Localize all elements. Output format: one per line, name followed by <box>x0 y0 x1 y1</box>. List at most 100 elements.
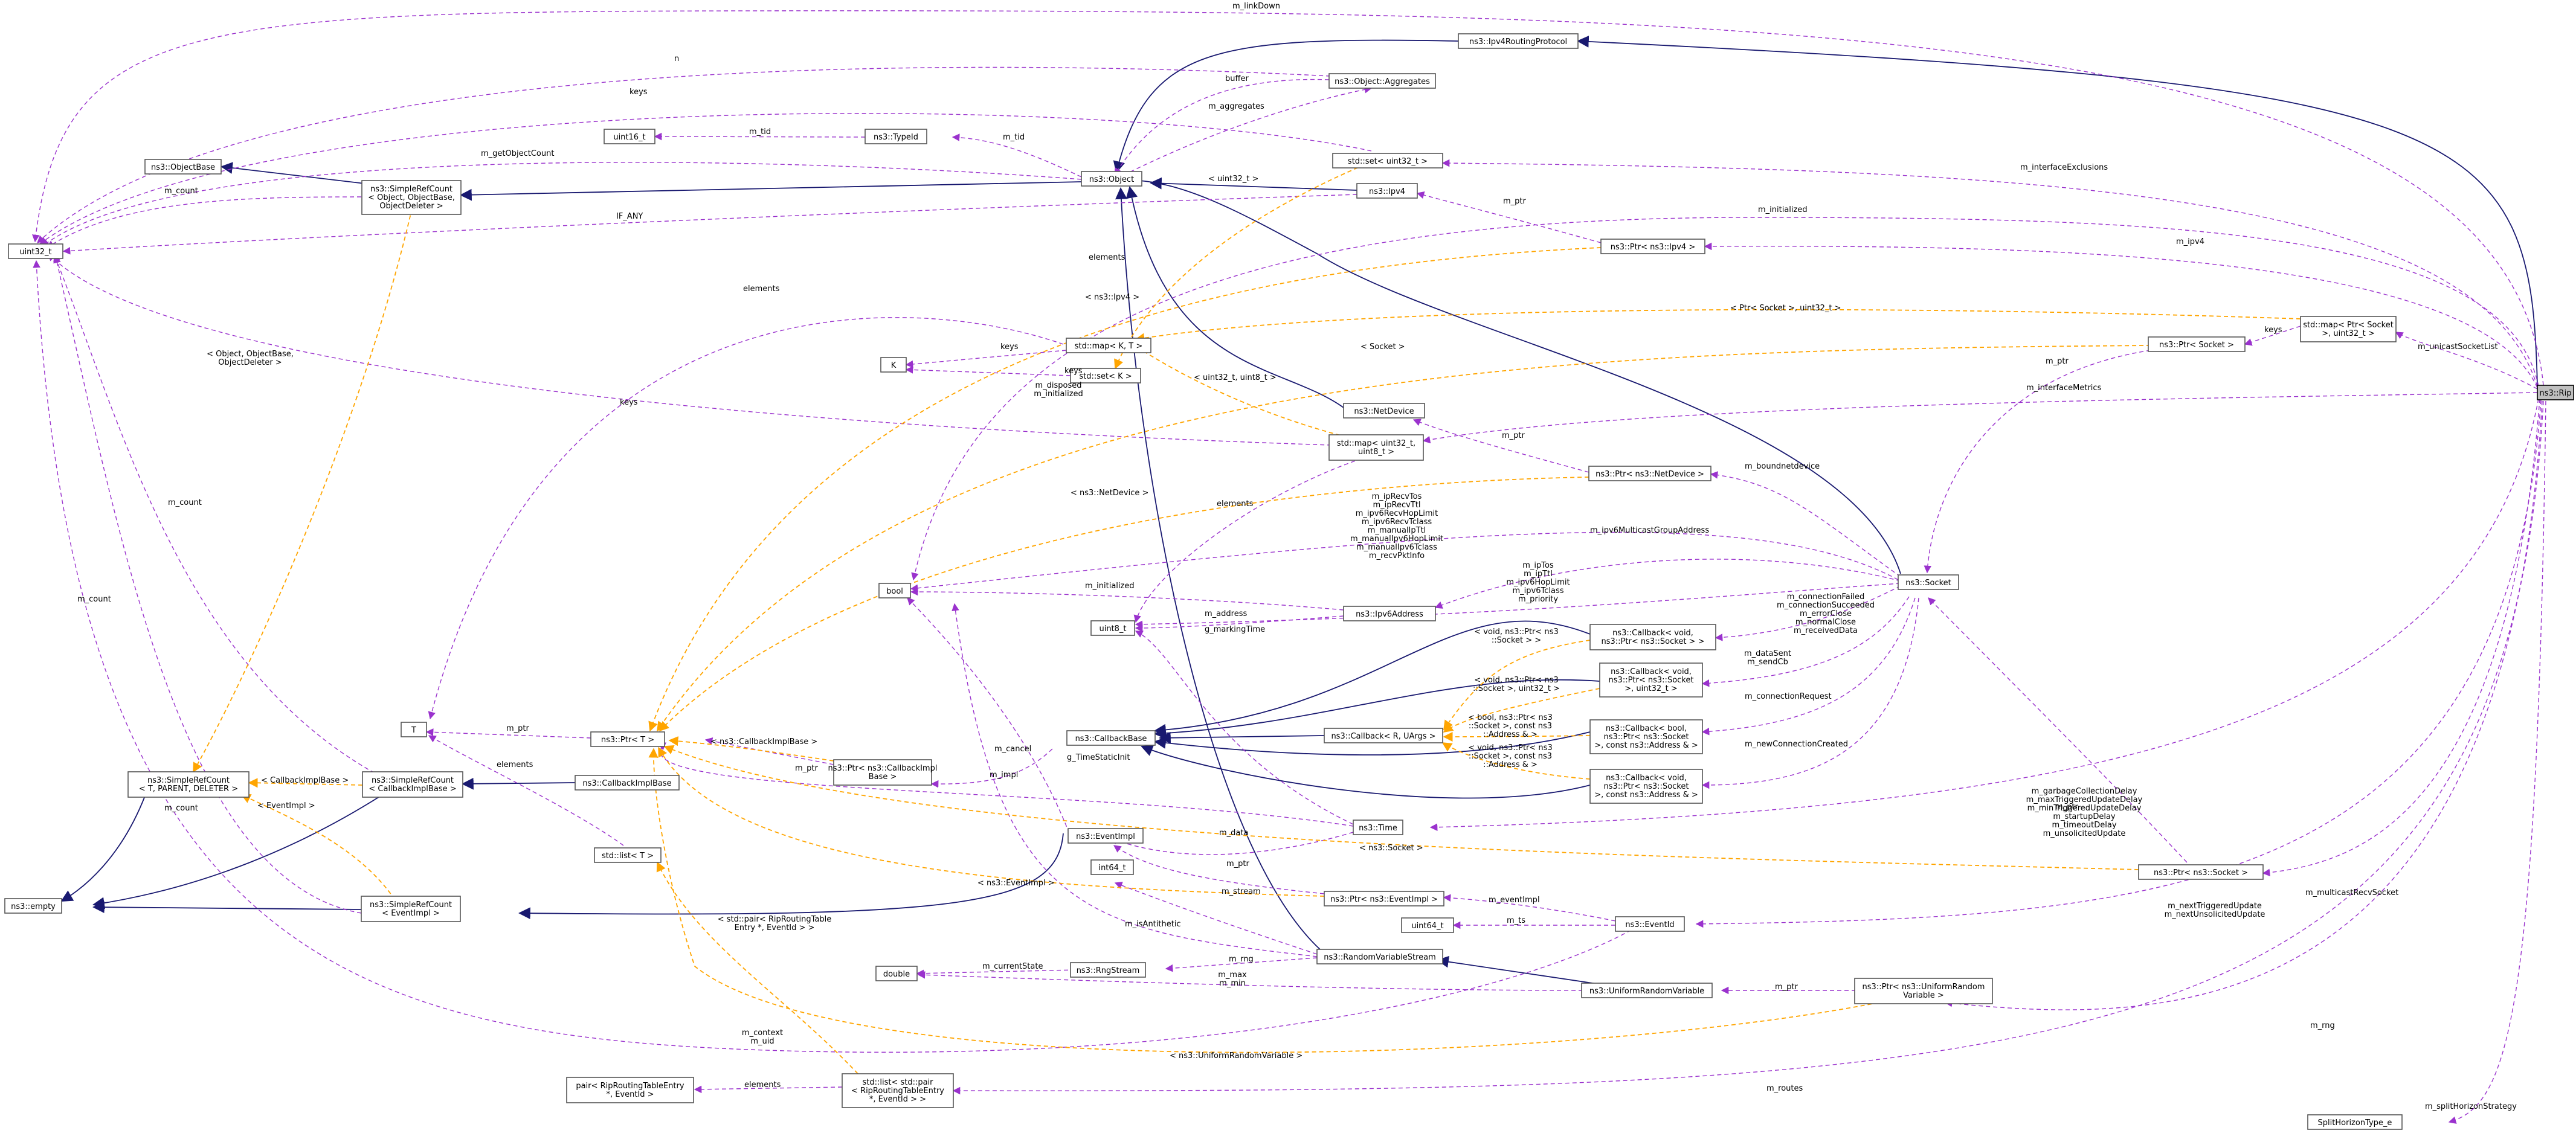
use-socket-boundnetdevice <box>1710 471 1901 577</box>
class-simplerefcount-eventimpl[interactable]: ns3::SimpleRefCount< EventImpl > <box>361 896 461 922</box>
use-rip-interfaceexclusions <box>1441 159 2538 387</box>
class-callbackbase[interactable]: ns3::CallbackBase <box>1066 730 1156 746</box>
class-ipv4routingprotocol[interactable]: ns3::Ipv4RoutingProtocol <box>1458 33 1579 49</box>
class-list-pair-riproutingtableentry[interactable]: std::list< std::pair< RipRoutingTableEnt… <box>842 1073 954 1108</box>
type-uint32[interactable]: uint32_t <box>8 243 63 259</box>
label-socket-callback-attrs: m_connectionFailedm_connectionSucceededm… <box>1777 592 1875 635</box>
class-set-k[interactable]: std::set< K > <box>1070 368 1141 383</box>
label-m-ptr-t: m_ptr <box>506 724 530 733</box>
type-bool[interactable]: bool <box>878 583 911 598</box>
label-m-newconnectioncreated: m_newConnectionCreated <box>1745 740 1848 749</box>
class-ipv4[interactable]: ns3::Ipv4 <box>1356 183 1418 199</box>
use-setu32-keys <box>39 113 1372 245</box>
svg-text:ns3::EventId: ns3::EventId <box>1625 920 1674 929</box>
class-ptr-netdevice[interactable]: ns3::Ptr< ns3::NetDevice > <box>1588 466 1711 481</box>
type-uint16[interactable]: uint16_t <box>604 129 655 144</box>
label-m-ptr-cib: m_ptr <box>795 764 819 773</box>
class-ptr-socket[interactable]: ns3::Ptr< Socket > <box>2148 336 2246 352</box>
svg-text:ns3::Ptr< ns3::Ipv4 >: ns3::Ptr< ns3::Ipv4 > <box>1611 243 1695 252</box>
class-simplerefcount-object[interactable]: ns3::SimpleRefCount< Object, ObjectBase,… <box>361 180 462 215</box>
svg-text:std::set< uint32_t >: std::set< uint32_t > <box>1348 157 1428 166</box>
tpl-ptrcib-to-ptrt <box>668 736 834 762</box>
class-time[interactable]: ns3::Time <box>1353 820 1403 835</box>
label-m-multicastrecvsocket: m_multicastRecvSocket <box>2305 888 2398 897</box>
class-typeid[interactable]: ns3::TypeId <box>865 129 927 144</box>
use-srccib-count <box>53 254 375 774</box>
class-eventimpl[interactable]: ns3::EventImpl <box>1067 828 1144 844</box>
class-netdevice[interactable]: ns3::NetDevice <box>1343 403 1425 419</box>
class-rngstream[interactable]: ns3::RngStream <box>1070 962 1146 978</box>
edge-label-line: m_garbageCollectionDelay <box>2032 787 2137 796</box>
node-text-line: < T, PARENT, DELETER > <box>139 784 238 794</box>
label-tpl-ptripv4: < ns3::Ipv4 > <box>1085 293 1139 302</box>
class-set-uint32[interactable]: std::set< uint32_t > <box>1332 153 1443 168</box>
class-pair-riproutingtableentry[interactable]: pair< RipRoutingTableEntry*, EventId > <box>566 1077 694 1103</box>
node-text-line: ns3::Callback< void, <box>1612 629 1693 638</box>
class-ipv6address[interactable]: ns3::Ipv6Address <box>1343 606 1436 621</box>
node-text-line: >, uint32_t > <box>1624 684 1678 693</box>
class-object-aggregates[interactable]: ns3::Object::Aggregates <box>1328 73 1436 89</box>
label-elements-c: elements <box>1217 499 1254 508</box>
svg-text:ns3::RngStream: ns3::RngStream <box>1077 966 1140 975</box>
class-callbackimplbase[interactable]: ns3::CallbackImplBase <box>575 775 680 791</box>
class-callback-r-uargs[interactable]: ns3::Callback< R, UArgs > <box>1324 728 1443 743</box>
node-text-line: ns3::Ptr< ns3::UniformRandom <box>1863 983 1985 992</box>
label-tpl-nseventimpl: < ns3::EventImpl > <box>977 879 1055 888</box>
type-uint64[interactable]: uint64_t <box>1401 917 1454 933</box>
class-object[interactable]: ns3::Object <box>1081 171 1142 187</box>
class-randomvariablestream[interactable]: ns3::RandomVariableStream <box>1316 949 1443 964</box>
class-callback-void-socket-address[interactable]: ns3::Callback< void,ns3::Ptr< ns3::Socke… <box>1589 769 1703 804</box>
use-rip-timeattrs <box>1429 398 2539 831</box>
svg-text:ns3::Object::Aggregates: ns3::Object::Aggregates <box>1335 77 1430 86</box>
type-int64[interactable]: int64_t <box>1090 859 1134 875</box>
class-callback-void-socket-uint32[interactable]: ns3::Callback< void,ns3::Ptr< ns3::Socke… <box>1599 662 1703 698</box>
use-ptrei-mptr <box>1113 845 1325 894</box>
class-ptr-callbackimplbase[interactable]: ns3::Ptr< ns3::CallbackImplBase > <box>828 759 938 786</box>
type-splithorizon[interactable]: SplitHorizonType_e <box>2307 1114 2403 1130</box>
class-empty[interactable]: ns3::empty <box>4 898 62 914</box>
class-simplerefcount-tpd[interactable]: ns3::SimpleRefCount< T, PARENT, DELETER … <box>127 771 250 798</box>
use-typeid-tid <box>654 132 866 141</box>
edge-label-line: ::Socket >, const ns3 <box>1469 752 1552 761</box>
svg-text:K: K <box>891 361 897 370</box>
class-list-t[interactable]: std::list< T > <box>594 847 662 863</box>
class-rip[interactable]: ns3::Rip <box>2537 385 2574 400</box>
label-socket-bool-attrs: m_ipRecvTosm_ipRecvTtlm_ipv6RecvHopLimit… <box>1350 492 1443 560</box>
class-simplerefcount-cib[interactable]: ns3::SimpleRefCount< CallbackImplBase > <box>362 771 463 798</box>
class-objectbase[interactable]: ns3::ObjectBase <box>144 159 222 175</box>
use-ptrt-mptr <box>425 728 591 739</box>
type-uint8[interactable]: uint8_t <box>1090 620 1135 636</box>
use-object-tid <box>952 133 1082 178</box>
use-rip-unicastsocketlist <box>2395 332 2538 390</box>
class-eventid[interactable]: ns3::EventId <box>1615 916 1685 932</box>
node-text-line: ns3::Ptr< ns3::Socket <box>1604 782 1689 791</box>
class-map-ptrsocket-uint32[interactable]: std::map< Ptr< Socket>, uint32_t > <box>2300 316 2397 342</box>
class-ptr-t[interactable]: ns3::Ptr< T > <box>590 731 665 747</box>
class-uniformrandomvariable[interactable]: ns3::UniformRandomVariable <box>1581 983 1713 998</box>
svg-text:ns3::RandomVariableStream: ns3::RandomVariableStream <box>1324 953 1436 962</box>
class-ptr-uniformrandomvariable[interactable]: ns3::Ptr< ns3::UniformRandomVariable > <box>1854 978 1993 1004</box>
class-socket[interactable]: ns3::Socket <box>1898 574 1959 590</box>
class-ptr-ipv4[interactable]: ns3::Ptr< ns3::Ipv4 > <box>1600 239 1705 254</box>
edge-label-line: m_ipv6Tclass <box>1513 586 1564 595</box>
use-srcobj-count <box>46 196 362 248</box>
node-text-line: std::map< uint32_t, <box>1337 439 1415 448</box>
use-ipv6addr-initialized <box>910 588 1344 611</box>
svg-text:uint16_t: uint16_t <box>613 133 645 142</box>
class-callback-void-socket[interactable]: ns3::Callback< void,ns3::Ptr< ns3::Socke… <box>1589 624 1716 650</box>
use-rip-rng <box>1944 400 2543 1010</box>
class-ptr-eventimpl[interactable]: ns3::Ptr< ns3::EventImpl > <box>1324 891 1444 906</box>
class-ptr-ns3-socket[interactable]: ns3::Ptr< ns3::Socket > <box>2138 864 2264 880</box>
svg-text:ns3::TypeId: ns3::TypeId <box>874 133 918 142</box>
node-text-line: std::list< std::pair <box>862 1078 933 1087</box>
class-map-uint32-uint8[interactable]: std::map< uint32_t,uint8_t > <box>1328 434 1424 461</box>
type-T[interactable]: T <box>401 722 427 737</box>
class-callback-bool-socket-address[interactable]: ns3::Callback< bool,ns3::Ptr< ns3::Socke… <box>1589 719 1703 754</box>
class-map-k-t[interactable]: std::map< K, T > <box>1066 338 1151 353</box>
svg-text:std::set< K >: std::set< K > <box>1079 372 1132 381</box>
edge-label-line: m_ipv6HopLimit <box>1506 578 1570 587</box>
label-m-rng-rip: m_rng <box>2310 1021 2335 1030</box>
node-text-line: ns3::Callback< void, <box>1606 774 1687 783</box>
type-double[interactable]: double <box>875 966 918 981</box>
type-K[interactable]: K <box>880 357 907 373</box>
